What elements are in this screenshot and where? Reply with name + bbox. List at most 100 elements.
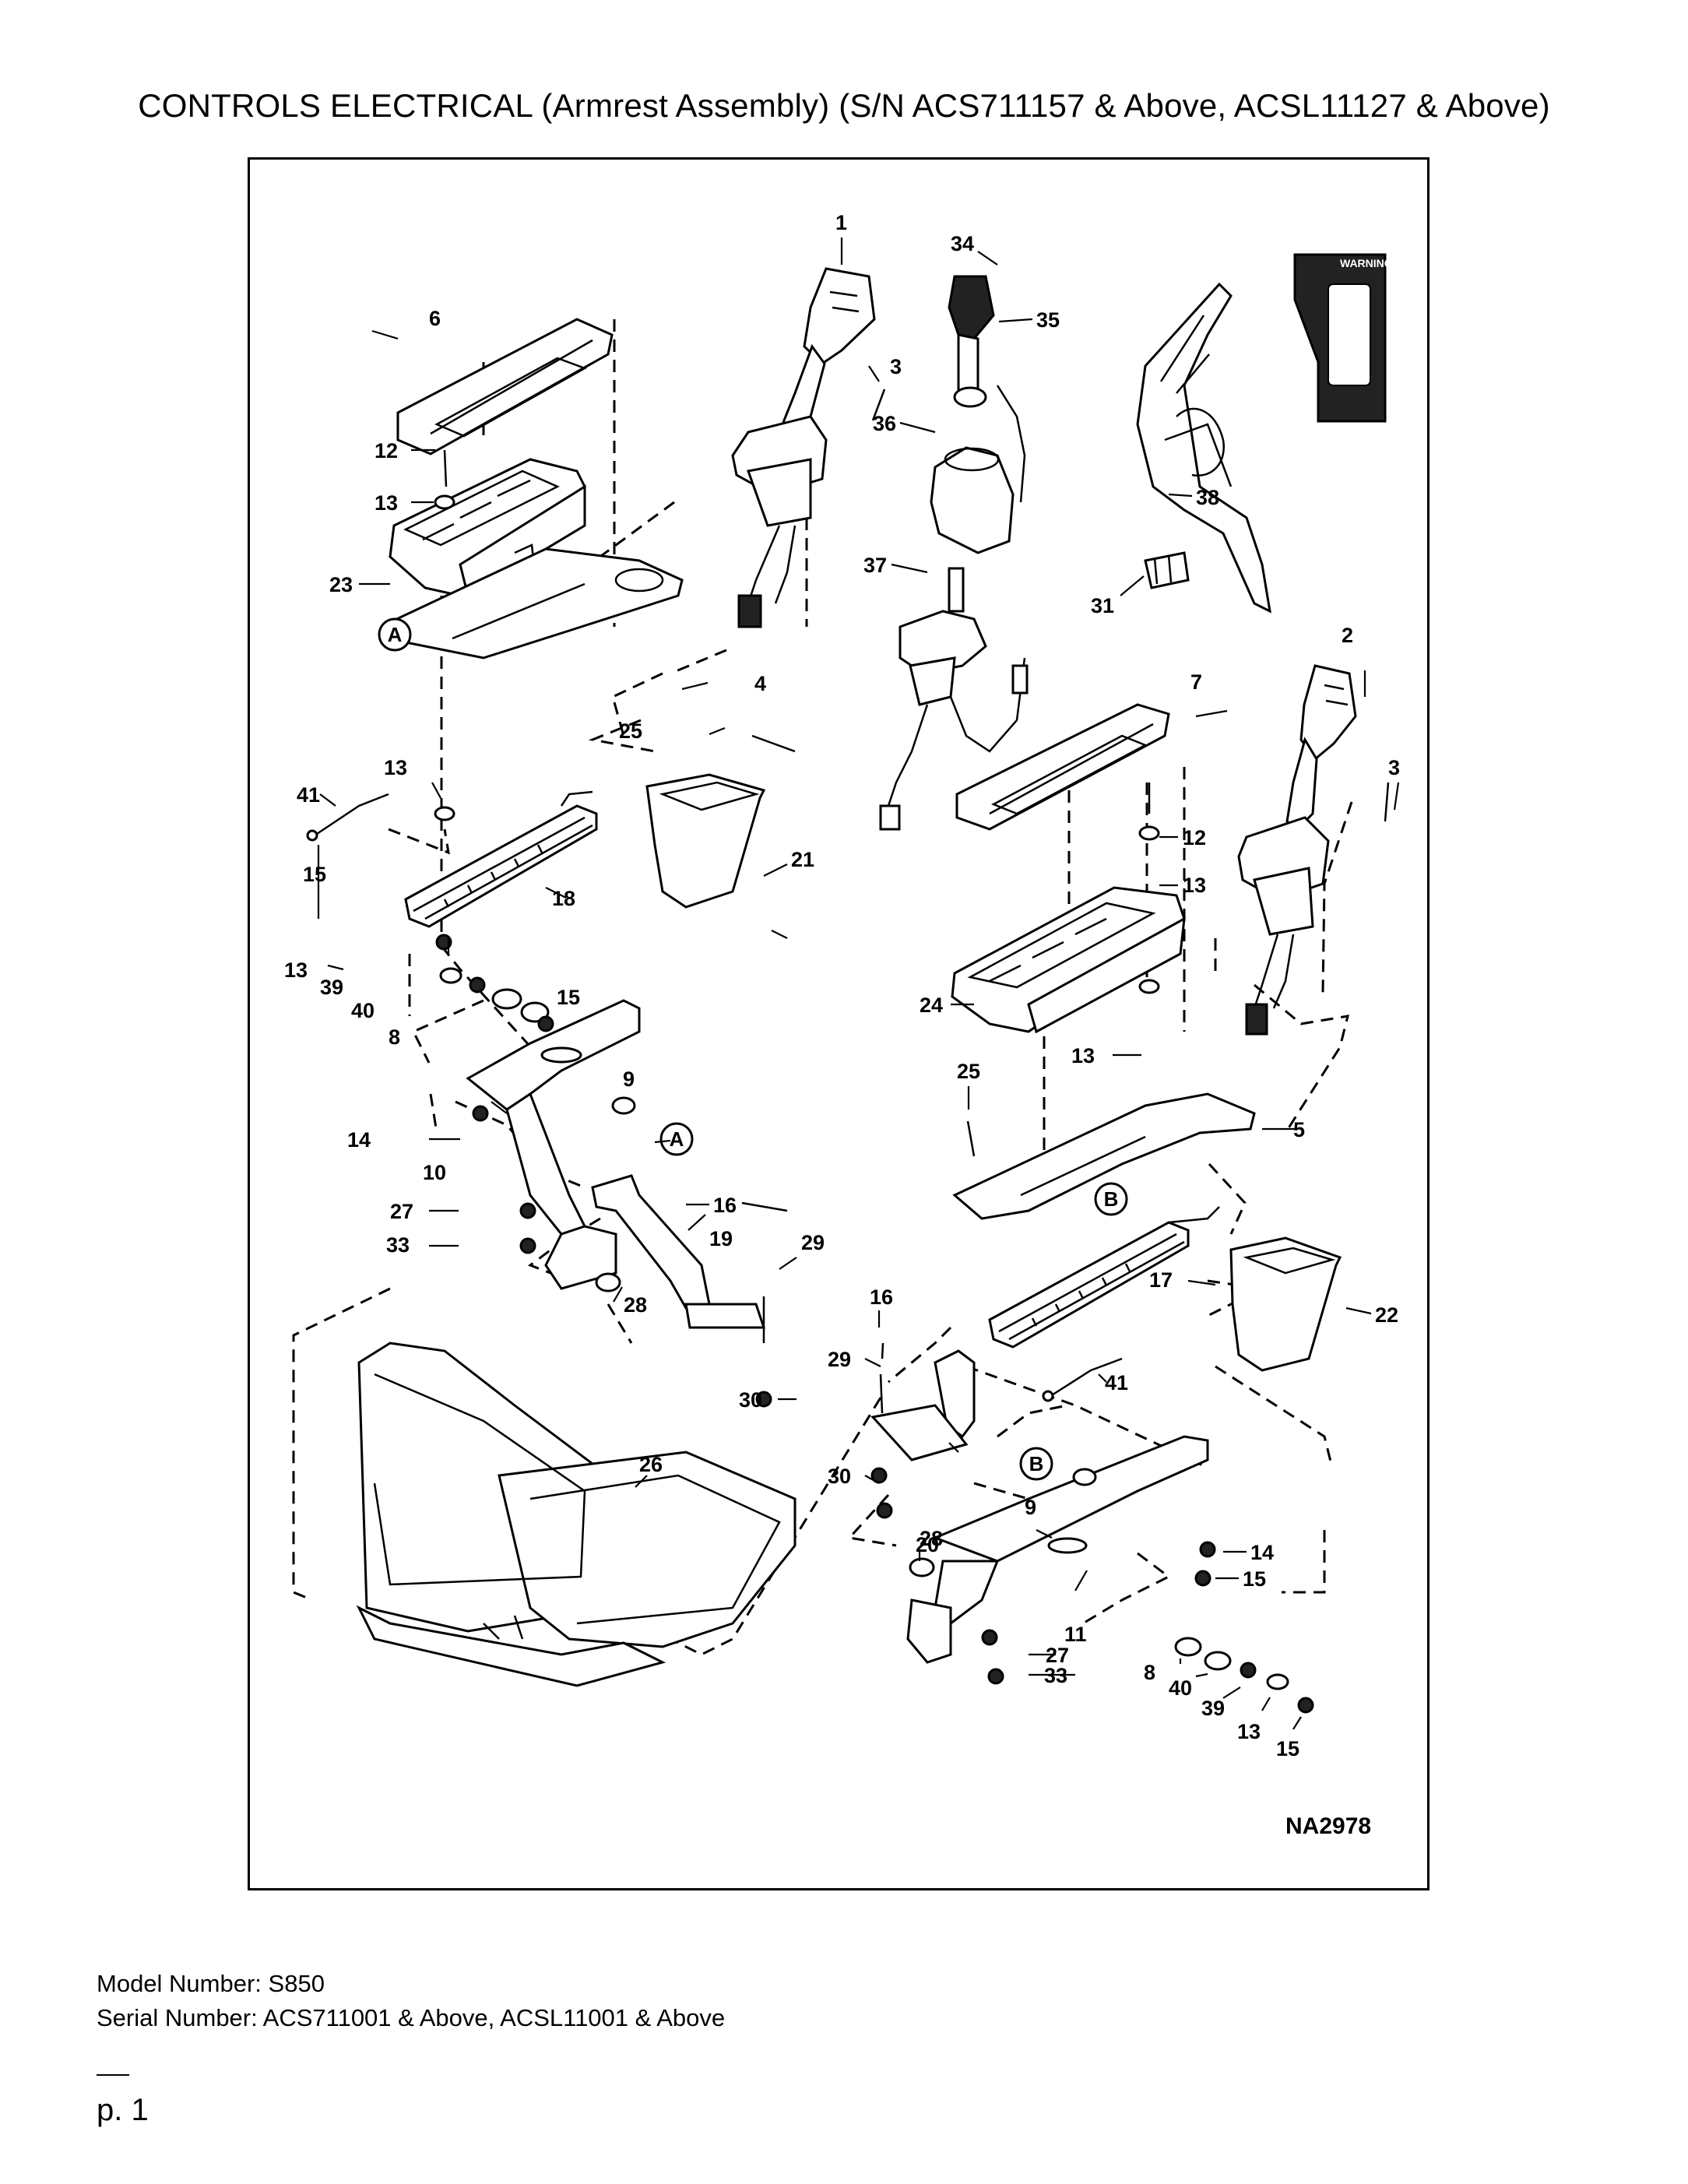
callout-17: 17 xyxy=(1149,1268,1173,1292)
seat-26 xyxy=(356,1342,797,1687)
warning-decal-32: WARNING xyxy=(1293,253,1393,423)
callout-8-right: 8 xyxy=(1144,1661,1155,1684)
callout-15-a: 15 xyxy=(303,863,326,886)
callout-28-right: 28 xyxy=(920,1527,943,1550)
mounting-plate-left xyxy=(386,547,684,659)
callout-35: 35 xyxy=(1036,308,1060,332)
bracket-11 xyxy=(906,1435,1209,1664)
callout-3-left: 3 xyxy=(890,355,902,378)
mounting-plate-right xyxy=(952,1092,1256,1220)
callout-13-b: 13 xyxy=(384,756,407,779)
callout-34: 34 xyxy=(951,232,974,255)
callout-18: 18 xyxy=(552,887,575,910)
callout-38: 38 xyxy=(1196,486,1219,509)
callout-8-left: 8 xyxy=(389,1025,400,1049)
callout-28-left: 28 xyxy=(624,1293,647,1317)
callout-11: 11 xyxy=(1064,1623,1087,1646)
callout-20: 20 xyxy=(916,1533,939,1556)
hardware xyxy=(434,389,1390,1714)
serial-number-value: ACS711001 & Above, ACSL11001 & Above xyxy=(262,2004,726,2031)
callout-39-right: 39 xyxy=(1201,1697,1225,1720)
callout-13-a: 13 xyxy=(375,491,398,515)
callout-9-left: 9 xyxy=(623,1067,635,1091)
callout-13-e: 13 xyxy=(1071,1044,1095,1067)
joystick-right xyxy=(1237,664,1357,1036)
parts-diagram-frame: WARNING xyxy=(248,157,1430,1890)
switch-31 xyxy=(1144,551,1190,589)
callout-13-f: 13 xyxy=(1237,1720,1261,1743)
callout-6: 6 xyxy=(429,307,441,330)
callout-15-c: 15 xyxy=(1243,1567,1266,1591)
model-number-line: Model Number: S850 xyxy=(97,1970,325,1998)
ref-marker-a-top: A xyxy=(378,617,412,652)
model-number-label: Model Number: xyxy=(97,1970,262,1997)
callout-33-left: 33 xyxy=(386,1233,410,1257)
callout-27-left: 27 xyxy=(390,1200,413,1223)
callout-13-d: 13 xyxy=(1183,874,1206,897)
armrest-pad-left xyxy=(396,318,614,455)
callout-40-left: 40 xyxy=(351,999,375,1022)
callout-21: 21 xyxy=(791,848,814,871)
callout-12-right: 12 xyxy=(1183,826,1206,849)
switch-housing-right xyxy=(951,886,1186,1034)
leader-lines xyxy=(317,237,1400,1730)
ref-marker-b-bottom: B xyxy=(1019,1447,1053,1481)
callout-30-right: 30 xyxy=(828,1465,851,1488)
armrest-assembly-diagram: WARNING xyxy=(284,211,1400,1839)
callout-30-left: 30 xyxy=(739,1388,762,1412)
bracket-10 xyxy=(466,999,641,1290)
callout-40-right: 40 xyxy=(1169,1676,1192,1700)
switch-housing-left xyxy=(389,458,586,598)
svg-text:A: A xyxy=(388,623,403,646)
callout-19: 19 xyxy=(709,1227,733,1250)
model-number-value: S850 xyxy=(268,1970,325,1997)
callout-12-left: 12 xyxy=(375,439,398,462)
callout-13-c: 13 xyxy=(284,958,308,982)
ref-marker-a-bottom: A xyxy=(659,1122,694,1156)
callout-29-right: 29 xyxy=(828,1348,851,1371)
callout-2: 2 xyxy=(1342,624,1353,647)
callout-16-left: 16 xyxy=(713,1194,737,1217)
ref-marker-b-top: B xyxy=(1094,1182,1128,1216)
slide-rail-right xyxy=(988,1206,1220,1349)
page-title: CONTROLS ELECTRICAL (Armrest Assembly) (… xyxy=(138,87,1550,124)
callout-9-right: 9 xyxy=(1025,1496,1036,1519)
callout-33-right: 33 xyxy=(1044,1664,1067,1687)
console-shroud-38 xyxy=(1136,282,1271,614)
callout-36: 36 xyxy=(873,412,896,435)
cable-41-right xyxy=(1042,1357,1123,1402)
callout-4: 4 xyxy=(754,672,766,695)
boot-36 xyxy=(930,446,1015,554)
callout-15-d: 15 xyxy=(1276,1737,1299,1760)
callout-25-left: 25 xyxy=(619,719,642,743)
callouts: 1 2 3 3 4 5 6 7 8 8 9 9 10 11 12 12 13 1… xyxy=(284,211,1400,1760)
serial-number-line: Serial Number: ACS711001 & Above, ACSL11… xyxy=(97,2004,725,2032)
sensor-37 xyxy=(879,385,1029,831)
slide-rail-left xyxy=(404,790,598,928)
callout-14-right: 14 xyxy=(1250,1541,1274,1564)
callout-25-right: 25 xyxy=(957,1060,980,1083)
callout-24: 24 xyxy=(920,994,943,1017)
armrest-pad-right xyxy=(955,703,1170,831)
joystick-left xyxy=(731,267,876,628)
callout-14-left: 14 xyxy=(347,1128,371,1152)
callout-15-b: 15 xyxy=(557,986,580,1009)
bracket-20 xyxy=(870,1349,976,1461)
callout-29-left: 29 xyxy=(801,1231,825,1254)
callout-7: 7 xyxy=(1190,670,1202,694)
cable-41-left xyxy=(306,793,389,842)
serial-number-label: Serial Number: xyxy=(97,2004,258,2031)
callout-27-right: 27 xyxy=(1046,1644,1069,1667)
callout-5: 5 xyxy=(1293,1118,1305,1141)
callout-10: 10 xyxy=(423,1161,446,1184)
callout-23: 23 xyxy=(329,573,353,596)
svg-text:B: B xyxy=(1029,1452,1044,1475)
callout-37: 37 xyxy=(863,554,887,577)
callout-39-left: 39 xyxy=(320,976,343,999)
svg-text:A: A xyxy=(670,1127,684,1151)
callout-41-right: 41 xyxy=(1105,1371,1128,1394)
callout-22: 22 xyxy=(1375,1303,1398,1327)
bracket-19 xyxy=(591,1174,766,1329)
svg-text:B: B xyxy=(1104,1187,1119,1211)
decal-label: WARNING xyxy=(1340,257,1393,269)
